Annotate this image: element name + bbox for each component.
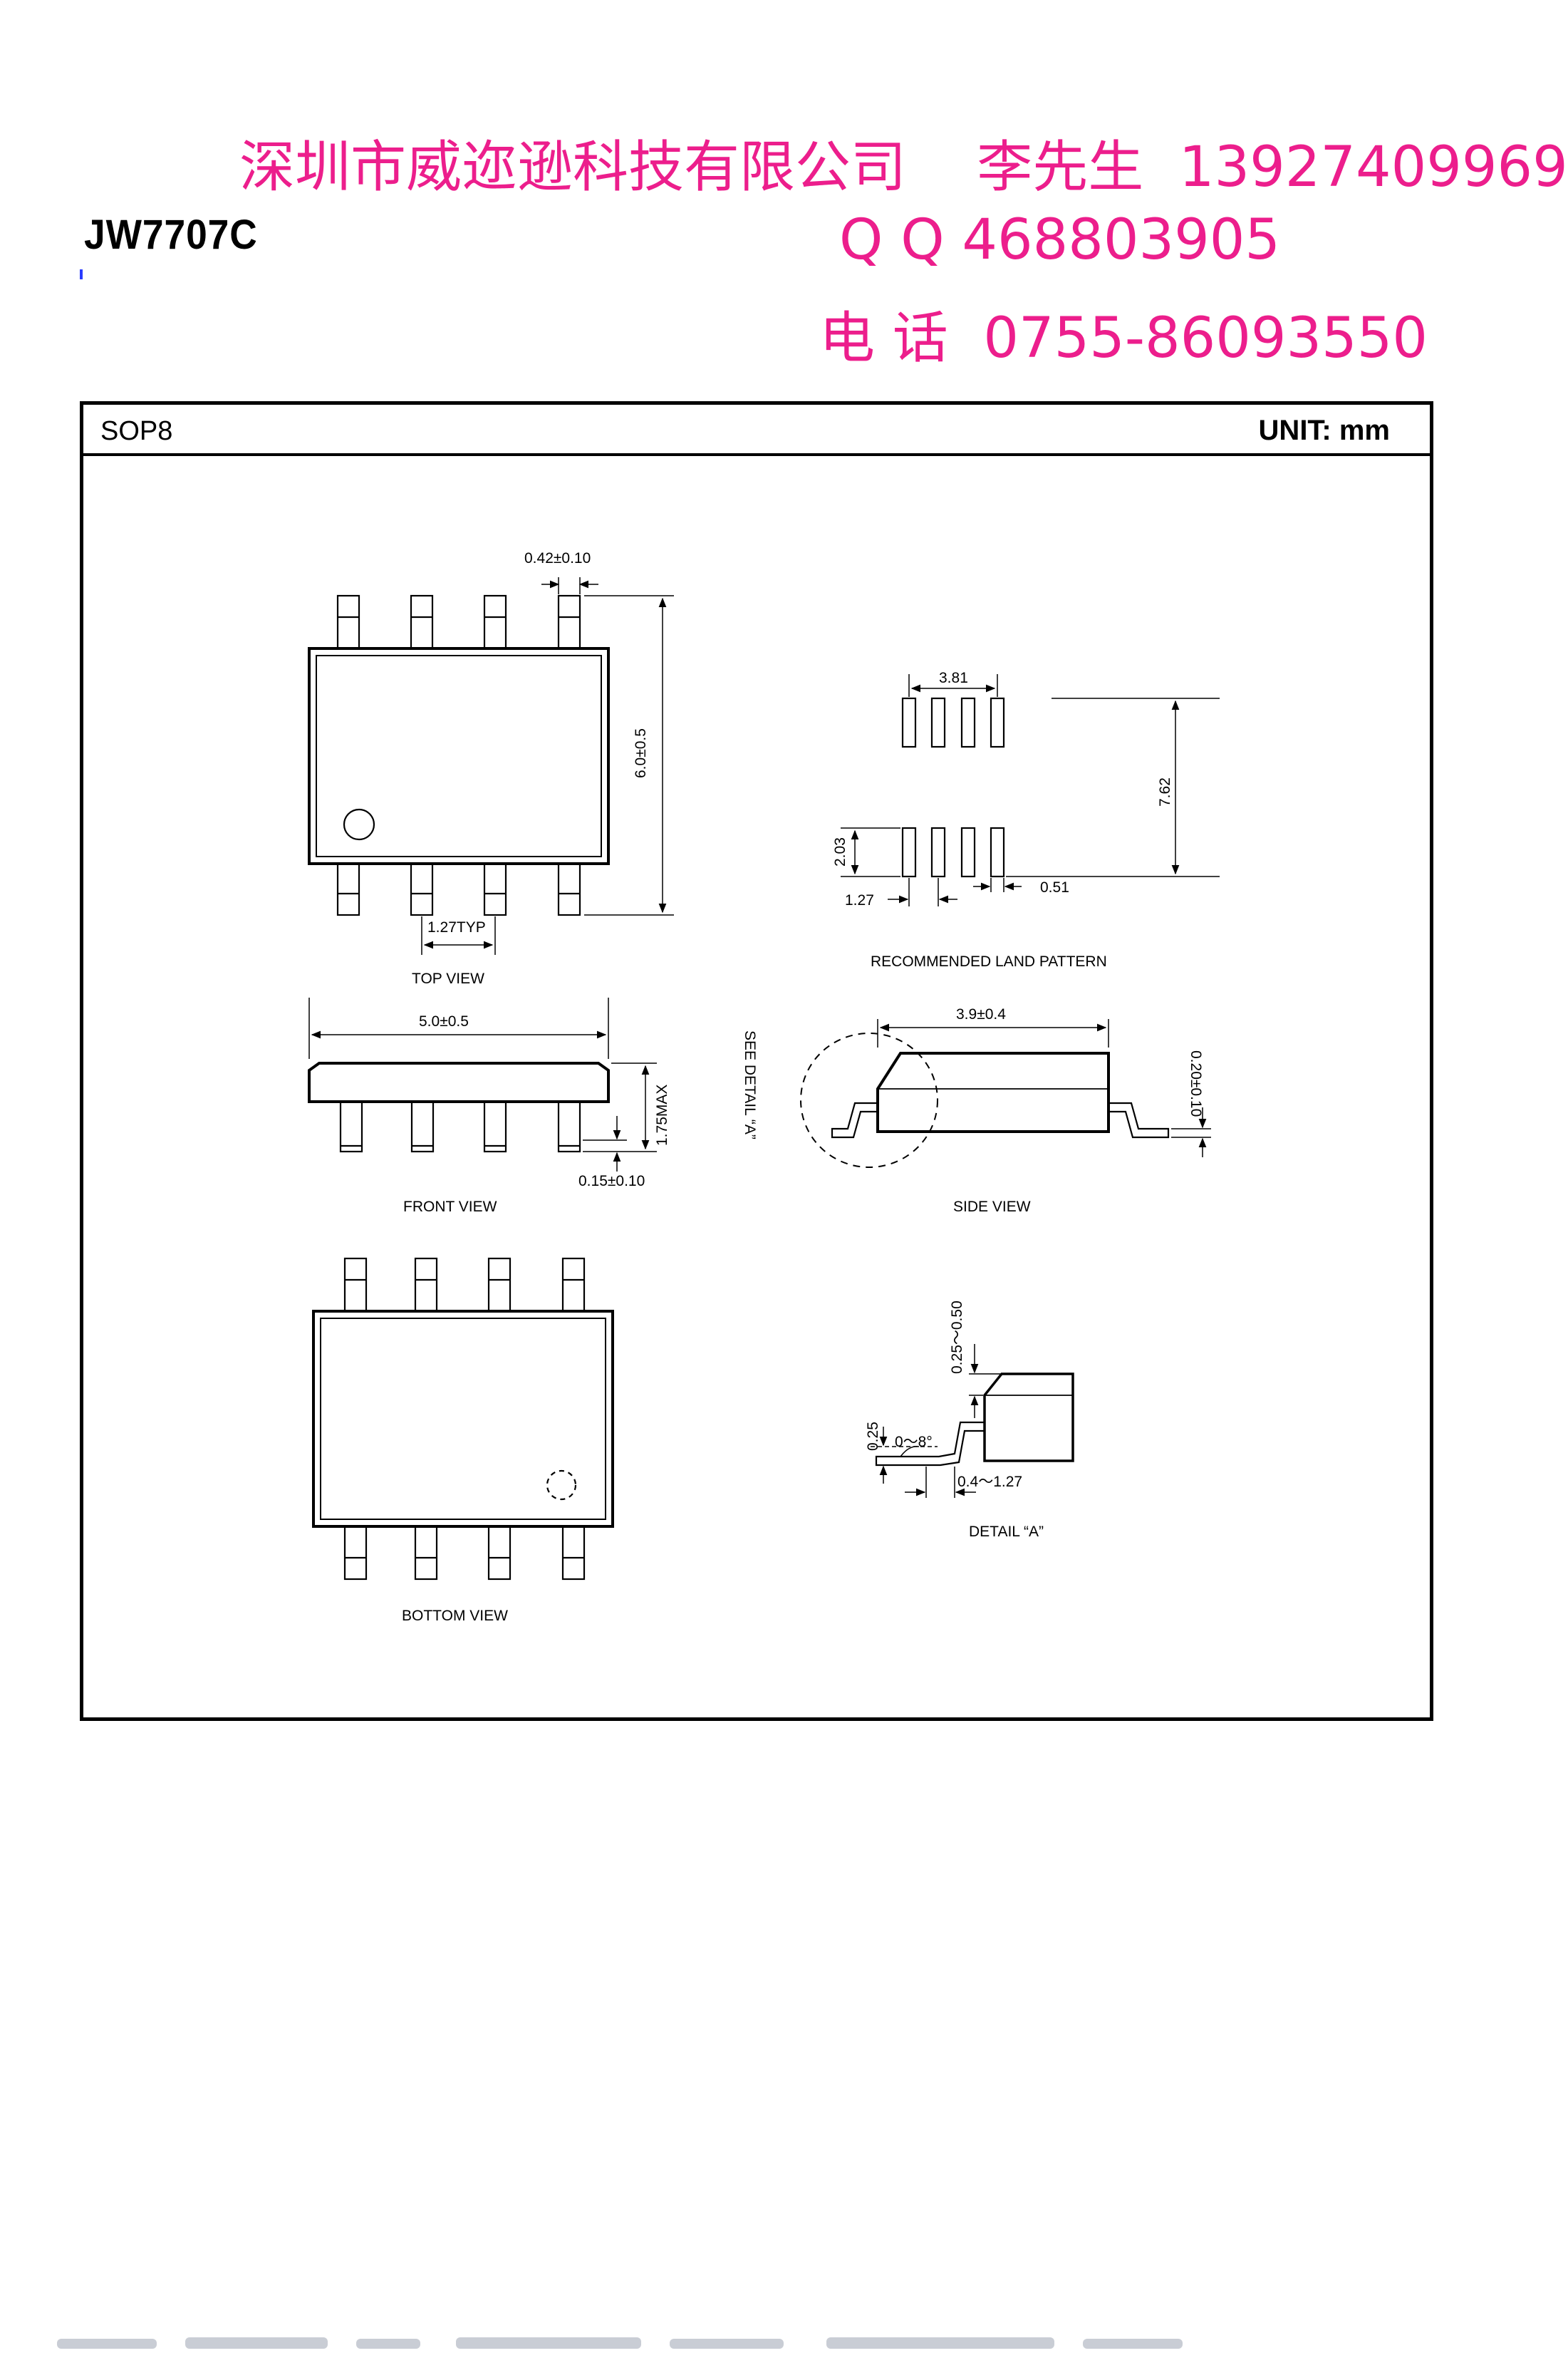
front-view-leads xyxy=(339,1100,581,1153)
body-width-dim: 3.9±0.4 xyxy=(956,1006,1006,1023)
unit-label: UNIT: mm xyxy=(1258,415,1390,446)
detail-a-view: 0.25～0.50 0.25 0～8° 0.4～1.27 DETAIL “A” xyxy=(865,1300,1074,1540)
land-pattern-caption: RECOMMENDED LAND PATTERN xyxy=(871,953,1107,970)
see-detail-label: SEE DETAIL “A” xyxy=(742,1030,758,1139)
top-view-body-inner xyxy=(316,655,602,857)
detail-a-callout-circle xyxy=(800,1033,938,1168)
bottom-view-upper-leads xyxy=(343,1257,586,1313)
package-name: SOP8 xyxy=(100,416,173,446)
foot-length-dim: 0.4～1.27 xyxy=(957,1474,1022,1490)
land-pattern-upper-pads xyxy=(901,697,1005,748)
side-view-left-lead xyxy=(831,1102,878,1139)
land-length-dim: 2.03 xyxy=(832,837,848,867)
total-width-dim: 6.0±0.5 xyxy=(633,728,649,778)
side-view: 3.9±0.4 0.20±0.10 SEE DETAIL “A” SIDE VI… xyxy=(742,1006,1211,1215)
top-view-body-outer xyxy=(308,647,610,865)
land-span-dim: 3.81 xyxy=(939,670,968,686)
mechanical-drawing: 0.42±0.10 6.0±0.5 1.27TYP TOP VIEW 3.8 xyxy=(308,550,1220,1624)
package-drawing-frame: SOP8 UNIT: mm xyxy=(80,401,1433,1721)
qq-label: Q Q xyxy=(839,208,945,272)
footer-watermark-strip xyxy=(43,2323,1396,2354)
land-pitch-dim: 1.27 xyxy=(845,892,874,909)
land-width-dim: 0.51 xyxy=(1040,879,1069,896)
side-view-body xyxy=(876,1052,1110,1133)
bottom-view-caption: BOTTOM VIEW xyxy=(402,1608,508,1624)
land-pattern-view: 3.81 7.62 2.03 1.27 0.51 RECOMMENDED LAN… xyxy=(832,670,1220,970)
mobile-number: 13927409969 xyxy=(1178,135,1568,200)
contact-qq-line: Q Q 468803905 xyxy=(839,208,1280,272)
pitch-dim: 1.27TYP xyxy=(427,919,486,936)
angle-dim: 0～8° xyxy=(895,1434,933,1450)
bottom-view: BOTTOM VIEW xyxy=(312,1257,614,1624)
company-name: 深圳市威迩逊科技有限公司 xyxy=(239,135,907,200)
margin-tick-mark xyxy=(80,269,83,279)
qq-number: 468803905 xyxy=(962,208,1281,272)
detail-a-body xyxy=(983,1372,1074,1462)
front-view-caption: FRONT VIEW xyxy=(403,1199,497,1215)
phone-number: 0755-86093550 xyxy=(983,306,1428,371)
side-view-right-lead xyxy=(1108,1102,1170,1139)
top-view-upper-leads xyxy=(336,594,581,650)
standoff-dim: 0.15±0.10 xyxy=(578,1173,645,1189)
top-view-lower-leads xyxy=(336,862,581,916)
footer-watermark-graphic xyxy=(57,2337,1183,2349)
top-view-caption: TOP VIEW xyxy=(412,971,484,987)
detail-a-lead xyxy=(875,1421,985,1467)
max-height-dim: 1.75MAX xyxy=(654,1085,670,1146)
lead-thickness-dim: 0.20±0.10 xyxy=(1188,1050,1204,1117)
gauge-dim: 0.25 xyxy=(865,1422,881,1451)
frame-header: SOP8 UNIT: mm xyxy=(83,405,1430,456)
lead-width-dim: 0.42±0.10 xyxy=(524,550,591,567)
detail-a-caption: DETAIL “A” xyxy=(969,1524,1044,1540)
pin1-marker-dot xyxy=(343,808,375,841)
contact-person: 李先生 xyxy=(977,135,1144,200)
body-length-dim: 5.0±0.5 xyxy=(419,1013,469,1030)
land-row-distance-dim: 7.62 xyxy=(1157,777,1173,807)
side-view-caption: SIDE VIEW xyxy=(953,1199,1031,1215)
top-view: 0.42±0.10 6.0±0.5 1.27TYP TOP VIEW xyxy=(308,550,674,987)
contact-company-line: 深圳市威迩逊科技有限公司 李先生 13927409969 xyxy=(239,123,1568,202)
bottom-view-body-outer xyxy=(312,1310,614,1528)
phone-label: 电 话 xyxy=(819,306,948,371)
front-view-body xyxy=(308,1062,610,1103)
bottom-view-body-inner xyxy=(320,1318,606,1520)
land-pattern-lower-pads xyxy=(901,827,1005,878)
contact-phone-line: 电 话 0755-86093550 xyxy=(819,294,1428,373)
front-view: 5.0±0.5 1.75MAX 0.15±0.10 FRONT VIEW xyxy=(308,998,670,1215)
pin1-marker-hidden xyxy=(546,1469,577,1501)
bottom-view-lower-leads xyxy=(343,1525,586,1581)
part-number-title: JW7707C xyxy=(84,212,258,258)
chamfer-dim: 0.25～0.50 xyxy=(949,1300,965,1374)
